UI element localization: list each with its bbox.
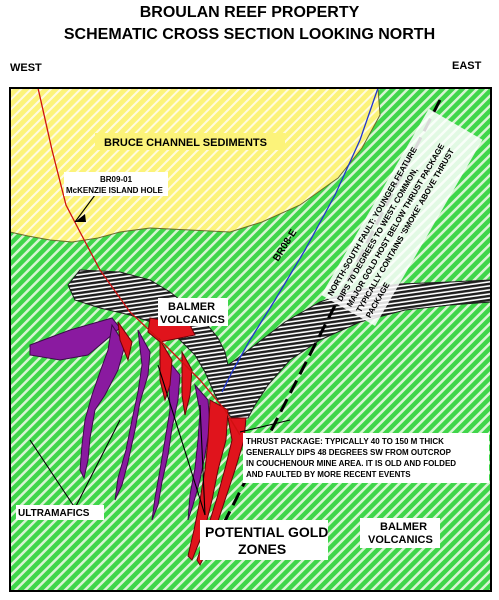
west-label: WEST [10, 62, 42, 74]
br08-e-drill-trace [221, 88, 379, 393]
bruce-channel-label-box [95, 133, 285, 150]
title-line-2: SCHEMATIC CROSS SECTION LOOKING NORTH [63, 26, 436, 43]
thrust-note-line-2: GENERALLY DIPS 48 DEGREES SW FROM OUTCRO… [246, 448, 452, 457]
balmer-upper-label-1: BALMER [168, 301, 215, 313]
hole-id-label: BR09-01 [100, 175, 133, 184]
balmer-lower-label-box [360, 518, 440, 548]
ultramafics-label-box [16, 505, 104, 520]
potential-gold-label-box [200, 520, 328, 560]
hole-name-label: McKENZIE ISLAND HOLE [66, 186, 164, 195]
balmer-lower-label-1: BALMER [380, 521, 427, 533]
hole-arrowhead [75, 214, 86, 222]
ultramafics-label: ULTRAMAFICS [18, 508, 90, 519]
br09-01-drill-trace [37, 88, 241, 436]
leader-lines [29, 194, 291, 516]
potential-gold-label-2: ZONES [238, 541, 286, 557]
balmer-lower-label-2: VOLCANICS [368, 534, 433, 546]
fault-note-box [321, 108, 483, 326]
bruce-channel-label: BRUCE CHANNEL SEDIMENTS [104, 137, 267, 149]
section-frame [9, 87, 492, 592]
balmer-upper-label-2: VOLCANICS [160, 314, 225, 326]
ultramafics-unit [29, 317, 211, 521]
thrust-note-line-4: AND FAULTED BY MORE RECENT EVENTS [246, 470, 411, 479]
thrust-note-line-1: THRUST PACKAGE: TYPICALLY 40 TO 150 M TH… [246, 437, 444, 446]
thrust-note-box [243, 433, 489, 483]
hole-label-box [64, 172, 168, 196]
balmer-upper-label-box [158, 298, 228, 326]
thrust-note-line-3: IN COUCHENOUR MINE AREA. IT IS OLD AND F… [246, 459, 456, 468]
east-label: EAST [452, 60, 482, 72]
potential-gold-label-1: POTENTIAL GOLD [205, 524, 328, 540]
title-line-1: BROULAN REEF PROPERTY [139, 4, 360, 21]
bruce-channel-sediments-unit [10, 88, 381, 243]
